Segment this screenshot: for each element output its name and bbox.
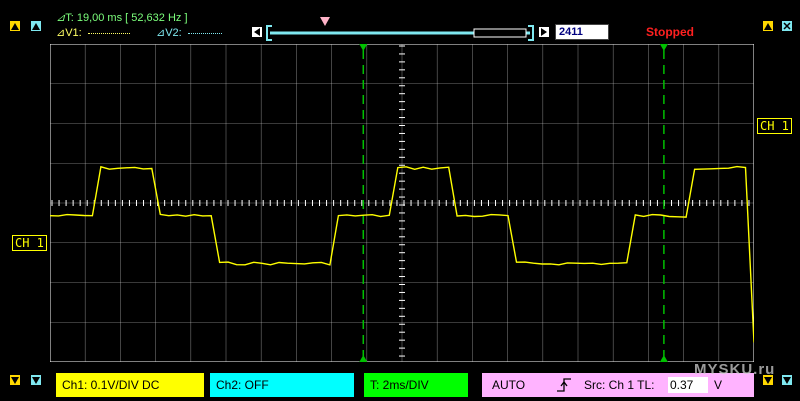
close-button[interactable] [781, 20, 793, 32]
ch1-position-up-button[interactable] [9, 20, 21, 32]
trigger-mode[interactable]: AUTO [492, 378, 526, 392]
delta-icon: ⊿ [156, 27, 166, 39]
ch2-position-down-button-right[interactable] [781, 374, 793, 386]
acquisition-status: Stopped [646, 25, 694, 39]
ch1-position-down-button-right[interactable] [762, 374, 774, 386]
triangle-down-icon [764, 376, 772, 384]
time-cursors[interactable] [359, 44, 668, 362]
scroll-thumb[interactable] [473, 28, 527, 38]
ch1-trigger-level-label[interactable]: CH 1 [757, 118, 792, 134]
ch1-position-up-button-right[interactable] [762, 20, 774, 32]
time-cursor-marker-bottom [659, 355, 668, 362]
timeline-scrollbar[interactable] [264, 14, 536, 44]
ch1-waveform-trace [50, 165, 754, 343]
trigger-source: Src: Ch 1 TL: [584, 378, 655, 392]
trigger-level-unit: V [714, 378, 723, 392]
ch1-position-down-button[interactable] [9, 374, 21, 386]
v1-readout: ⊿V1: [56, 27, 130, 40]
triangle-up-icon [11, 22, 19, 30]
v1-dotted-line [87, 32, 130, 34]
time-cursor-marker-bottom [359, 355, 368, 362]
trigger-position-marker[interactable] [320, 17, 330, 26]
close-icon [783, 22, 791, 30]
delta-t-readout: ⊿T: 19,00 ms [ 52,632 Hz ] [56, 12, 188, 24]
triangle-down-icon [32, 376, 40, 384]
time-cursor-marker-top [359, 44, 368, 51]
grid [50, 44, 754, 362]
ch2-position-up-button[interactable] [30, 20, 42, 32]
triangle-down-icon [783, 376, 791, 384]
scroll-bracket-right [528, 25, 534, 41]
triangle-up-icon [764, 22, 772, 30]
triangle-down-icon [11, 376, 19, 384]
scroll-bracket-left [266, 25, 272, 41]
v2-dotted-line [187, 32, 222, 34]
delta-icon: ⊿ [56, 27, 66, 39]
delta-icon: ⊿ [56, 12, 66, 24]
triangle-up-icon [32, 22, 40, 30]
arrow-right-icon [541, 28, 547, 36]
watermark: MYSKU.ru [694, 361, 776, 378]
ch1-settings-box[interactable]: Ch1: 0.1V/DIV DC [56, 373, 204, 397]
ch1-offset-label[interactable]: CH 1 [12, 235, 47, 251]
scroll-left-button[interactable] [251, 26, 263, 38]
time-cursor-marker-top [659, 44, 668, 51]
ch2-position-down-button[interactable] [30, 374, 42, 386]
trigger-settings-box[interactable]: AUTO Src: Ch 1 TL: 0.37 V [482, 373, 754, 397]
arrow-left-icon [254, 28, 260, 36]
ch2-settings-box[interactable]: Ch2: OFF [210, 373, 354, 397]
trigger-level-field[interactable]: 0.37 [668, 377, 708, 393]
v2-readout: ⊿V2: [156, 27, 222, 40]
scroll-right-button[interactable] [538, 26, 550, 38]
position-value-field[interactable]: 2411 [555, 24, 609, 40]
rising-edge-icon[interactable] [556, 377, 572, 393]
oscilloscope-screen[interactable] [50, 44, 754, 362]
timebase-box[interactable]: T: 2ms/DIV [364, 373, 468, 397]
